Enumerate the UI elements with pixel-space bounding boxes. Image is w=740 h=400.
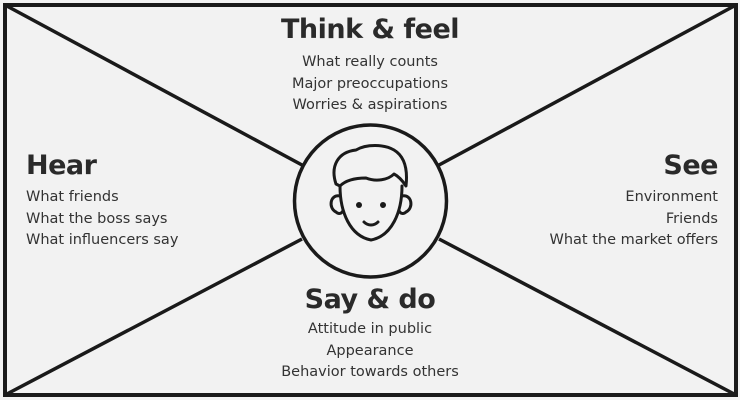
- person-face-icon: [329, 144, 413, 242]
- hear-list: What friends What the boss says What inf…: [26, 187, 246, 252]
- see-title: See: [663, 150, 718, 181]
- see-list: Environment Friends What the market offe…: [488, 187, 718, 252]
- say-do-item: Appearance: [326, 342, 414, 359]
- say-do-item: Behavior towards others: [281, 364, 459, 380]
- diagonal-top-right: [438, 3, 737, 167]
- think-feel-item: Major preoccupations: [291, 75, 449, 92]
- hear-item: What the boss says: [26, 210, 168, 227]
- think-feel-item: What really counts: [302, 54, 438, 70]
- center-circle: [292, 123, 449, 279]
- ear-right: [398, 194, 413, 215]
- mouth: [362, 220, 380, 227]
- hear-item: What influencers say: [26, 232, 179, 248]
- say-do-section: Say & do Attitude in public Appearance B…: [220, 284, 520, 384]
- think-feel-title: Think & feel: [280, 14, 460, 45]
- see-item: Friends: [665, 210, 718, 227]
- say-do-list: Attitude in public Appearance Behavior t…: [220, 319, 520, 384]
- see-section: See Environment Friends What the market …: [488, 150, 719, 252]
- hear-section: Hear What friends What the boss says Wha…: [26, 150, 246, 252]
- say-do-item: Attitude in public: [307, 321, 433, 337]
- see-item: What the market offers: [549, 232, 718, 248]
- face-outline: [338, 184, 404, 242]
- think-feel-item: Worries & aspirations: [292, 97, 448, 113]
- outer-border: [3, 3, 738, 397]
- eye-left: [356, 202, 362, 208]
- ear-left: [329, 194, 344, 215]
- hair: [332, 144, 408, 188]
- say-do-title: Say & do: [304, 284, 436, 315]
- think-feel-section: Think & feel What really counts Major pr…: [220, 14, 520, 117]
- diagonal-bottom-left: [4, 237, 303, 397]
- think-feel-list: What really counts Major preoccupations …: [220, 52, 520, 117]
- eye-right: [380, 202, 386, 208]
- hear-item: What friends: [26, 189, 119, 205]
- hear-title: Hear: [26, 150, 97, 181]
- diagonal-top-left: [4, 3, 303, 167]
- diagonal-bottom-right: [438, 237, 737, 397]
- see-item: Environment: [625, 189, 718, 205]
